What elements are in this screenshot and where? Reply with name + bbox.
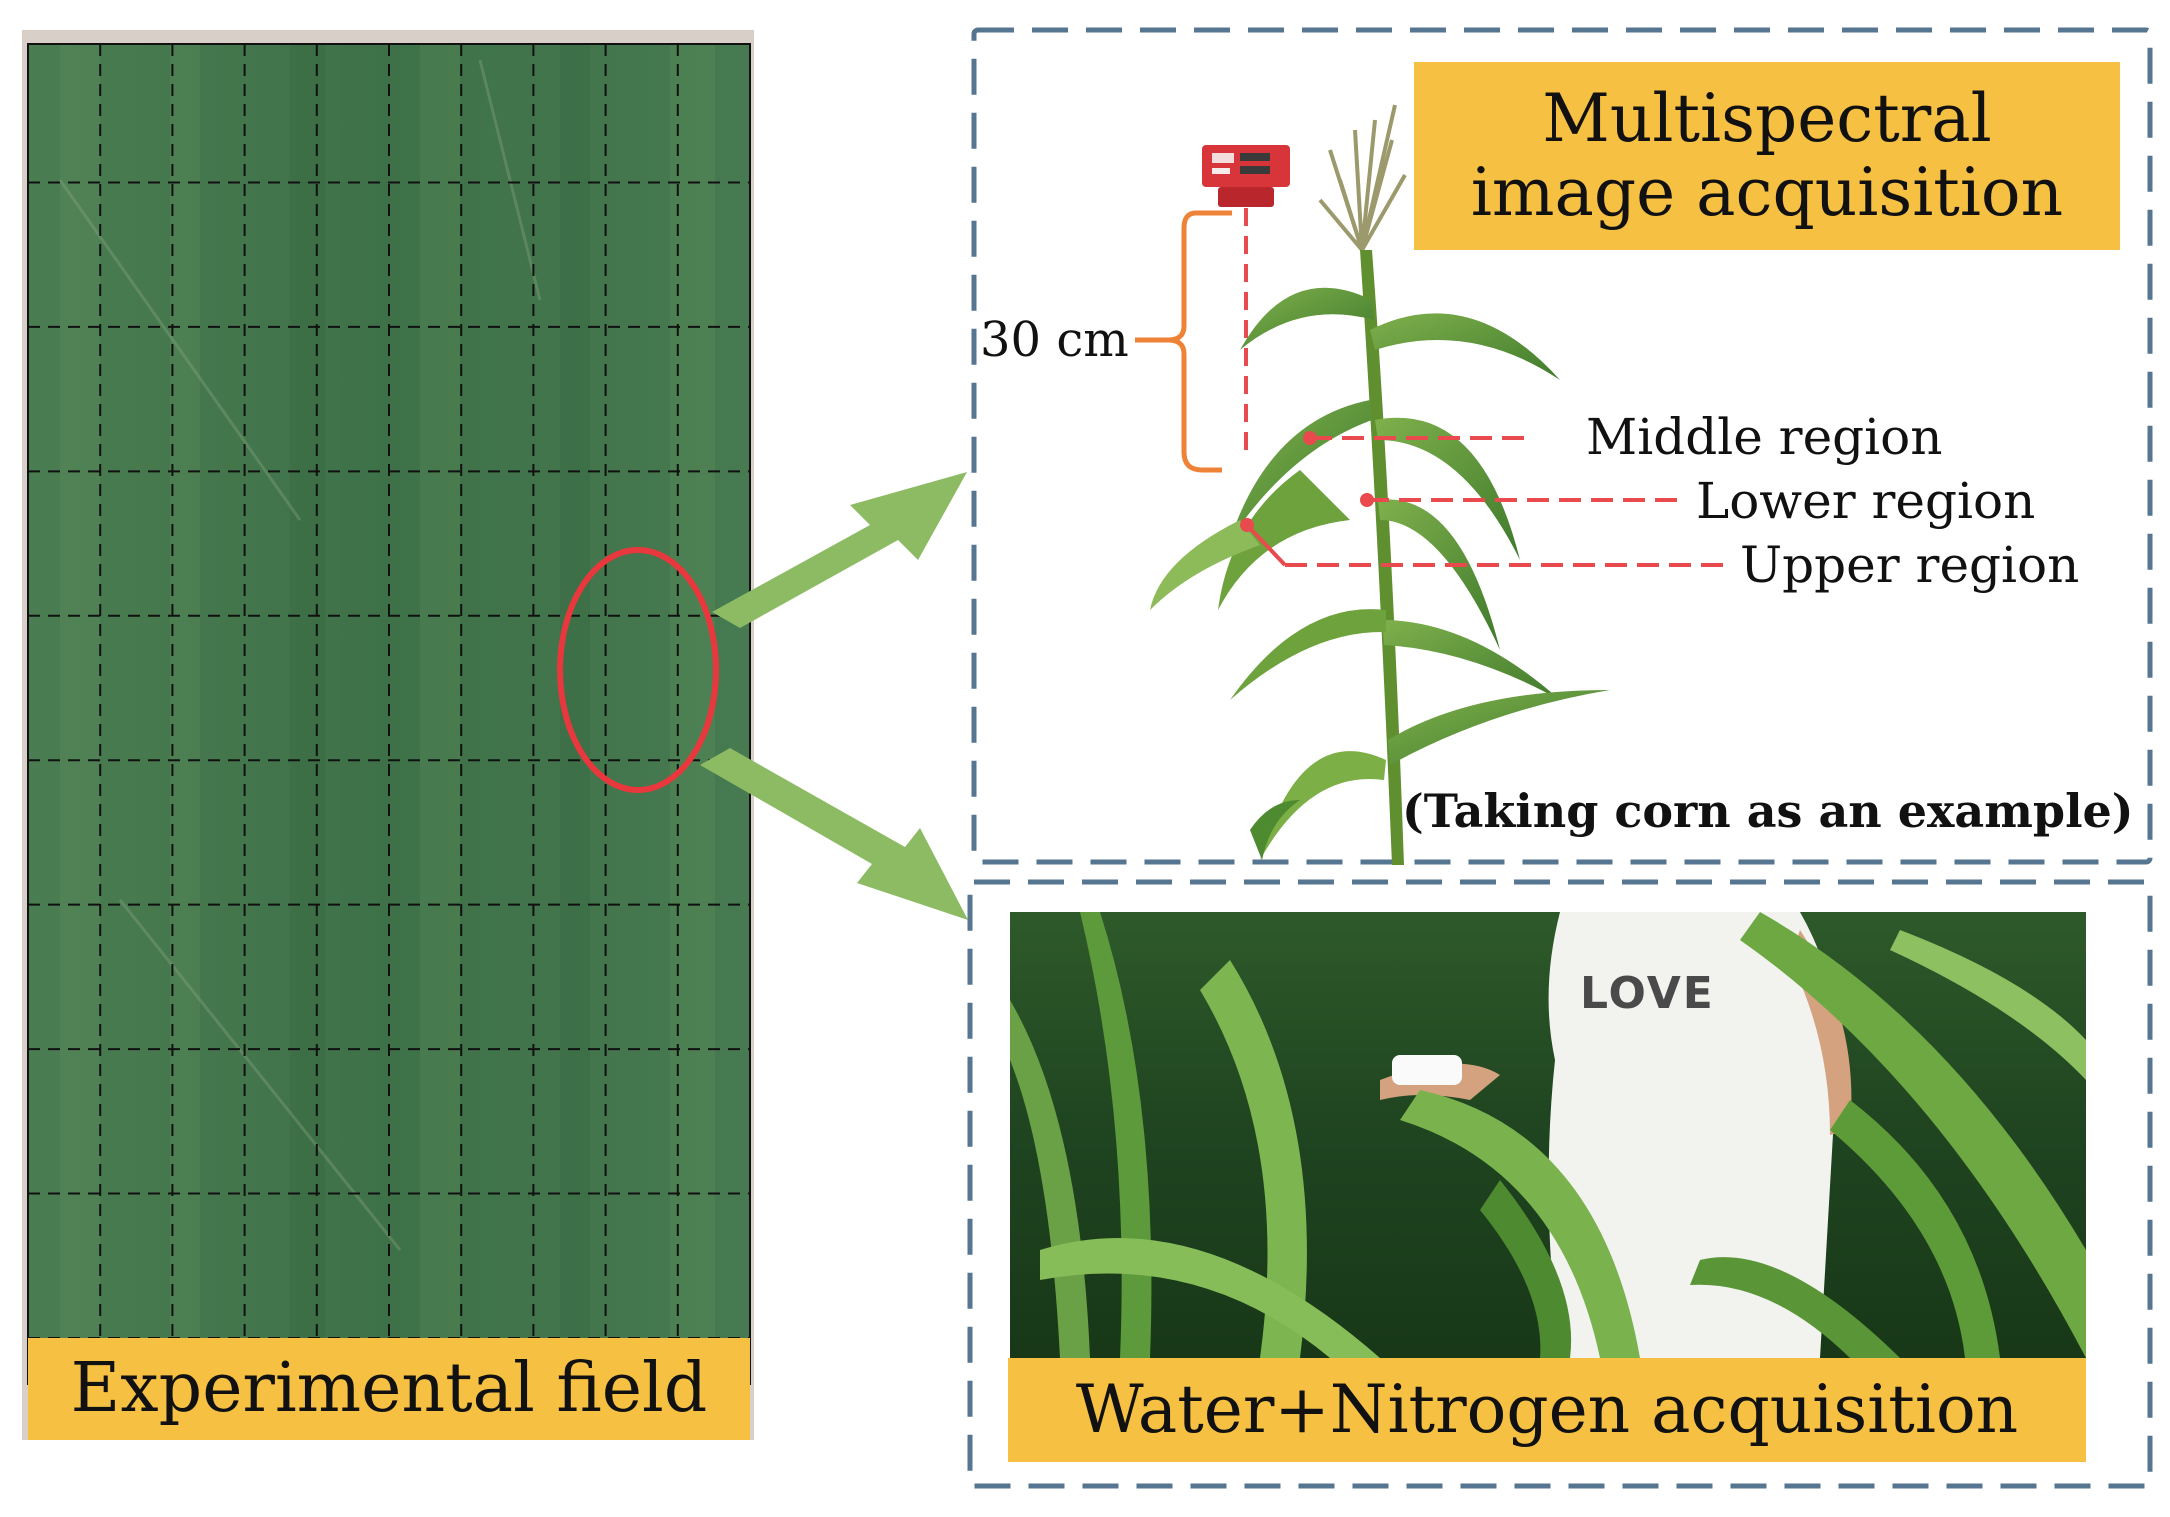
multispectral-panel-border [971,27,2153,865]
lower-region-label: Lower region [1696,472,2036,530]
arrow-to-multispectral [712,472,967,628]
shirt-print-text: LOVE [1580,968,1715,1019]
water-nitrogen-field-photo [1010,912,2086,1358]
upper-region-connector [1245,523,1287,567]
multispectral-title-line2: image acquisition [1470,154,2064,231]
example-note: (Taking corn as an example) [1402,784,2134,838]
field-plot-grid [28,44,750,1384]
water-nitrogen-label: Water+Nitrogen acquisition [1008,1358,2086,1462]
experimental-field-label: Experimental field [28,1338,750,1440]
distance-label: 30 cm [980,312,1129,368]
middle-region-label: Middle region [1586,408,1943,466]
arrow-to-water-nitrogen [700,748,968,920]
multispectral-title-line1: Multispectral [1542,80,1992,158]
multispectral-sensor-icon [1202,145,1290,207]
highlighted-plot-ellipse [557,547,719,793]
handheld-meter [1392,1055,1462,1085]
distance-bracket [1167,210,1232,473]
person-shirt [1548,912,1839,1358]
water-nitrogen-panel-border [967,879,2153,1489]
corn-plant-illustration [1150,104,1610,865]
upper-region-label: Upper region [1740,536,2080,594]
multispectral-title: Multispectral image acquisition [1414,62,2120,250]
region-markers [1240,431,1725,567]
